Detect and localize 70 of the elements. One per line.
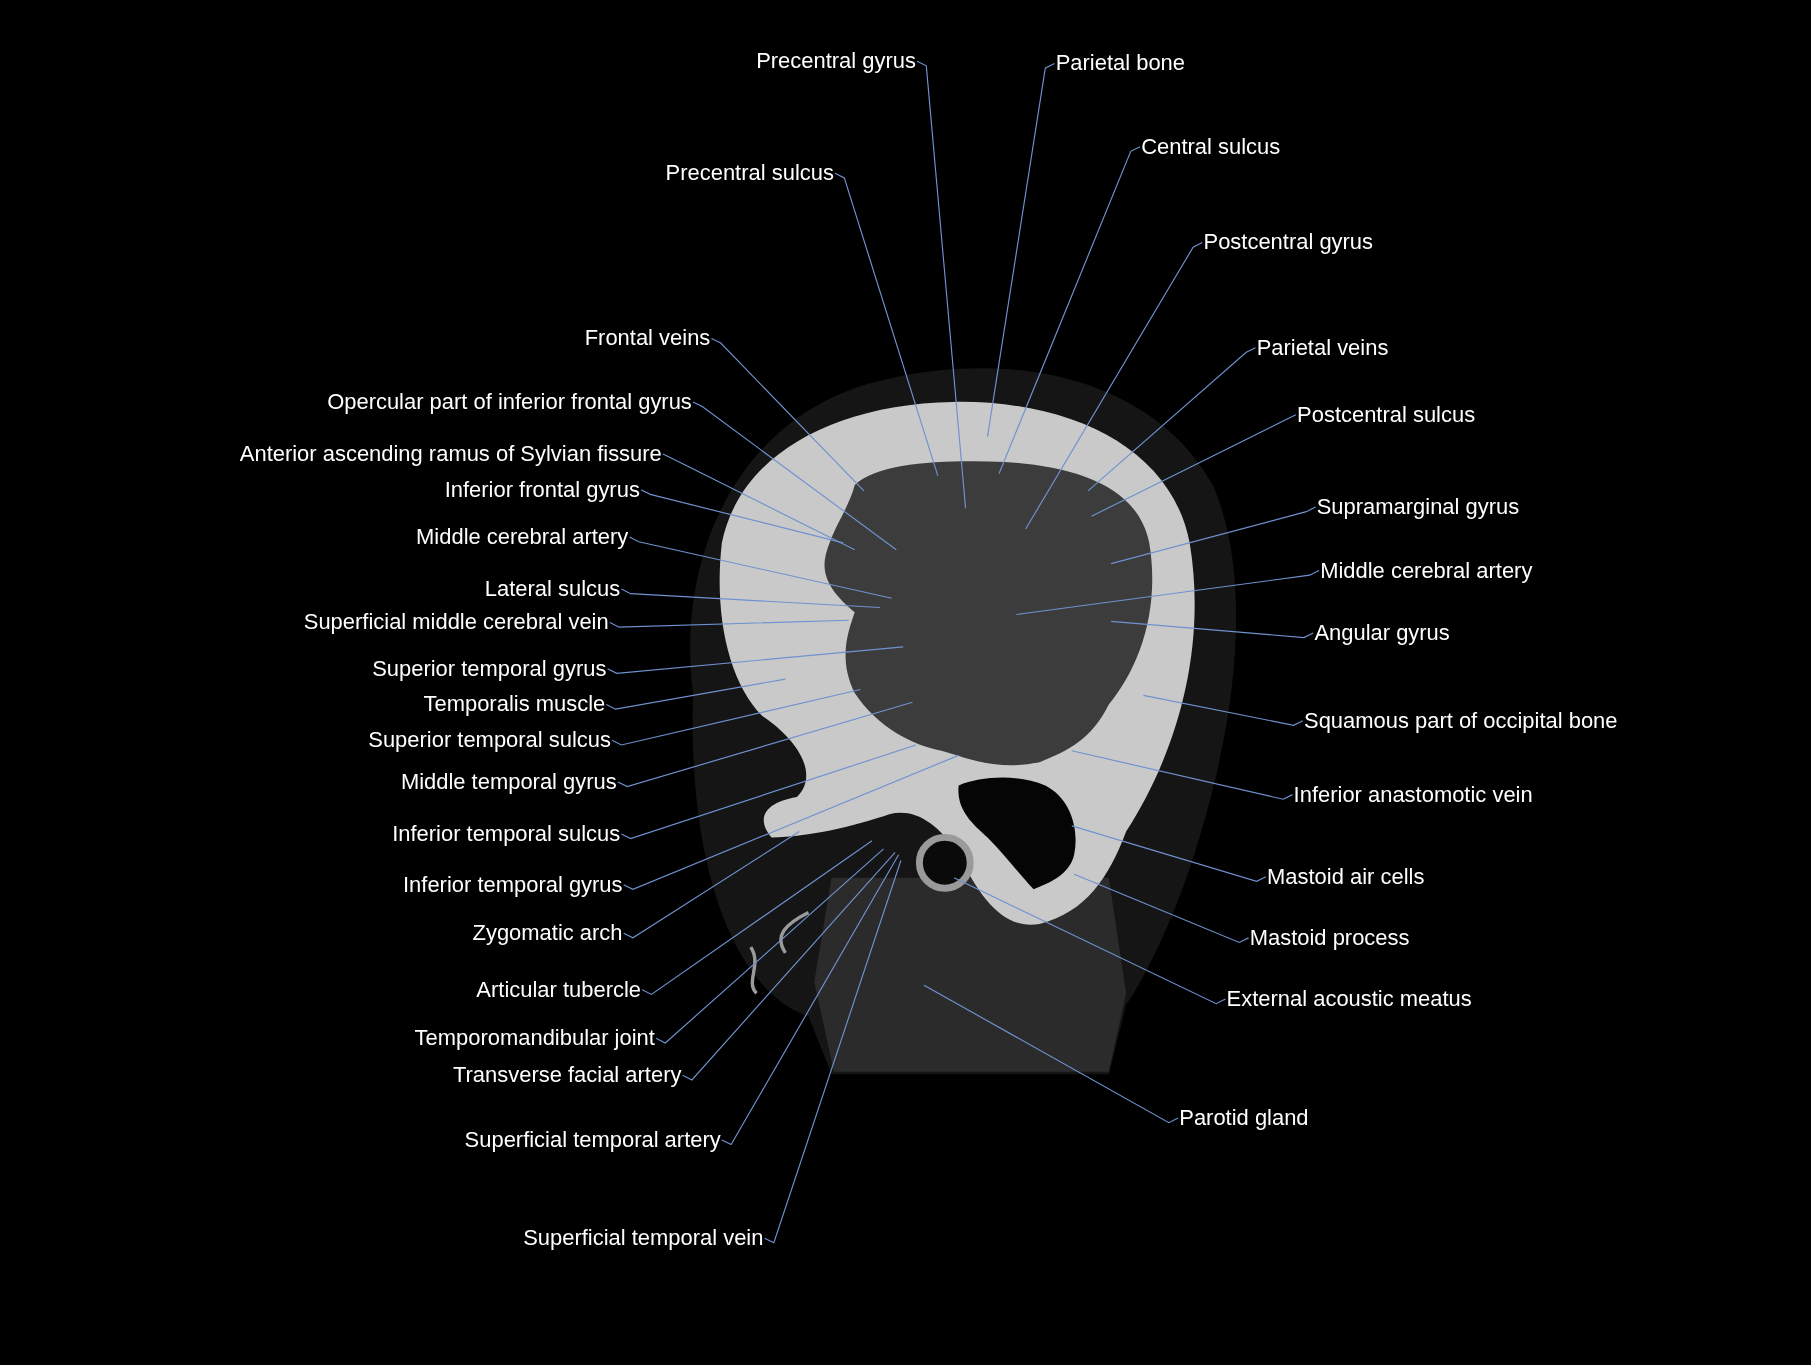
leader-line: [923, 984, 1179, 1124]
leader-line: [721, 854, 900, 1146]
structure-label: Supramarginal gyrus: [1316, 494, 1520, 520]
structure-label: Superficial temporal artery: [464, 1127, 721, 1153]
leader-line: [606, 646, 904, 674]
structure-label: Anterior ascending ramus of Sylvian fissure: [239, 441, 662, 467]
leader-line: [641, 840, 873, 996]
structure-label: Superior temporal gyrus: [372, 656, 607, 682]
leader-line: [1110, 620, 1314, 639]
structure-label: Temporomandibular joint: [414, 1025, 655, 1052]
structure-label: Transverse facial artery: [453, 1062, 682, 1088]
leader-line: [1073, 873, 1250, 944]
leader-line: [1071, 750, 1293, 800]
leader-line: [998, 146, 1141, 475]
structure-label: Postcentral gyrus: [1203, 229, 1374, 256]
leader-line: [1015, 570, 1320, 616]
leader-line: [655, 848, 885, 1044]
structure-label: Lateral sulcus: [484, 576, 621, 602]
leader-line: [710, 337, 865, 492]
structure-label: Superficial middle cerebral vein: [303, 609, 609, 636]
leader-line: [640, 489, 844, 544]
structure-label: Superficial temporal vein: [523, 1225, 764, 1251]
structure-label: Inferior anastomotic vein: [1293, 781, 1533, 808]
structure-label: Temporalis muscle: [423, 691, 606, 718]
leader-line: [834, 172, 939, 477]
leader-line: [617, 701, 914, 788]
structure-label: Middle cerebral artery: [1320, 557, 1533, 584]
structure-label: Inferior frontal gyrus: [444, 477, 640, 503]
leader-line: [986, 62, 1056, 438]
structure-label: Zygomatic arch: [472, 920, 623, 946]
structure-label: Inferior temporal gyrus: [403, 872, 623, 898]
structure-label: Articular tubercle: [476, 977, 641, 1003]
structure-label: Postcentral sulcus: [1297, 401, 1476, 428]
leader-line: [611, 688, 862, 746]
structure-label: Mastoid air cells: [1267, 863, 1425, 890]
leader-line: [1090, 414, 1297, 517]
structure-label: Precentral sulcus: [665, 160, 834, 186]
leader-line: [609, 619, 850, 628]
leader-line: [953, 877, 1227, 1005]
structure-label: Opercular part of inferior frontal gyrus: [327, 389, 692, 415]
structure-label: External acoustic meatus: [1226, 986, 1472, 1012]
structure-label: Superior temporal sulcus: [368, 727, 611, 754]
structure-label: Frontal veins: [584, 325, 711, 352]
leader-line: [1071, 825, 1267, 882]
leader-line: [764, 859, 902, 1244]
leader-line: [692, 401, 897, 551]
structure-label: Parotid gland: [1179, 1105, 1309, 1131]
leader-line: [628, 536, 893, 599]
leader-line: [605, 678, 786, 710]
structure-label: Central sulcus: [1141, 134, 1281, 160]
leader-line: [1110, 506, 1317, 565]
leader-line: [1142, 694, 1304, 726]
leader-line: [623, 754, 960, 890]
structure-label: Middle cerebral artery: [416, 524, 629, 550]
leader-line: [1025, 241, 1203, 530]
structure-label: Parietal bone: [1055, 50, 1185, 77]
structure-label: Squamous part of occipital bone: [1304, 708, 1618, 734]
leader-line: [916, 60, 967, 509]
leader-line: [620, 744, 917, 840]
leader-line: [662, 453, 856, 551]
structure-label: Parietal veins: [1256, 334, 1389, 361]
leader-line: [623, 831, 800, 939]
structure-label: Inferior temporal sulcus: [392, 821, 621, 847]
structure-label: Middle temporal gyrus: [400, 769, 617, 795]
leader-line: [1087, 347, 1257, 492]
leader-line: [682, 851, 896, 1081]
structure-label: Mastoid process: [1249, 925, 1410, 951]
structure-label: Angular gyrus: [1314, 620, 1450, 646]
structure-label: Precentral gyrus: [756, 48, 916, 74]
leader-line: [620, 588, 881, 609]
